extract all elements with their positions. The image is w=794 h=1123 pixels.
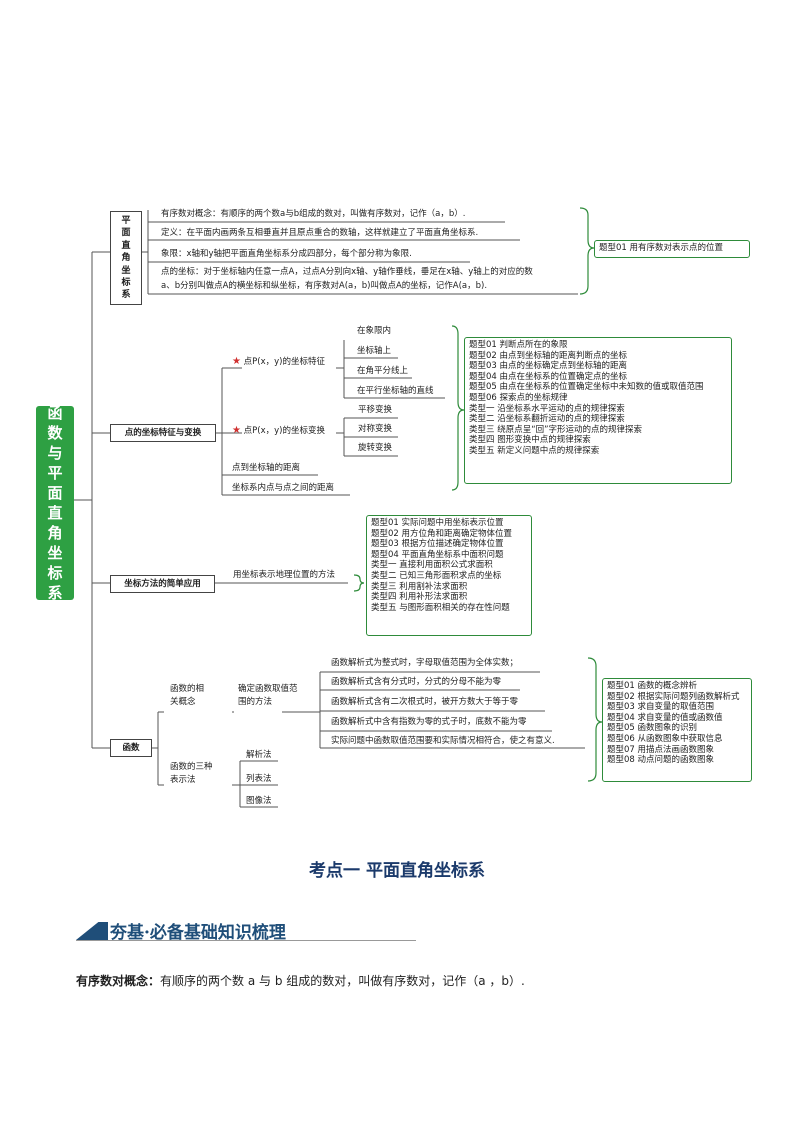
branch1-char: 坐 bbox=[121, 265, 131, 276]
branch3-types-box: 题型01 实际问题中用坐标表示位置 题型02 用方位角和距离确定物体位置 题型0… bbox=[366, 515, 532, 636]
branch1-char: 角 bbox=[121, 253, 131, 264]
type-item: 类型二 已知三角形面积求点的坐标 bbox=[371, 570, 502, 581]
range-method-line2: 围的方法 bbox=[238, 697, 273, 707]
range-item: 函数解析式中含有指数为零的式子时，底数不能为零 bbox=[331, 717, 527, 727]
type-item: 类型三 绕原点呈“回”字形运动的点的规律探索 bbox=[469, 424, 643, 435]
type-item: 类型二 沿坐标系翻折运动的点的规律探索 bbox=[469, 414, 625, 425]
type-item: 类型四 利用补形法求面积 bbox=[371, 592, 468, 603]
type-item: 题型04 由点在坐标系的位置确定点的坐标 bbox=[469, 371, 628, 382]
type-item: 类型一 直接利用面积公式求面积 bbox=[371, 560, 493, 571]
root-char: 面 bbox=[47, 484, 63, 502]
type-item: 类型三 利用割补法求面积 bbox=[371, 581, 468, 592]
type-item: 题型01 实际问题中用坐标表示位置 bbox=[371, 518, 504, 528]
branch1-char: 标 bbox=[121, 278, 131, 289]
star-icon: ★ bbox=[232, 356, 241, 367]
branch2-sub3: 点到坐标轴的距离 bbox=[232, 463, 301, 473]
mindmap-connectors bbox=[74, 207, 603, 808]
branch1-item: 有序数对概念：有顺序的两个数a与b组成的数对，叫做有序数对，记作（a，b）. bbox=[161, 209, 466, 219]
branch4-sub2-line2: 表示法 bbox=[170, 775, 196, 785]
root-char: 直 bbox=[47, 504, 63, 522]
root-char: 与 bbox=[47, 444, 63, 462]
branch2-node: 点的坐标特征与变换 bbox=[110, 424, 216, 442]
type-item: 题型01 用有序数对表示点的位置 bbox=[599, 243, 724, 253]
branch1-char: 直 bbox=[121, 240, 131, 251]
type-item: 题型06 从函数图象中获取信息 bbox=[607, 733, 723, 744]
branch1-node: 平 面 直 角 坐 标 系 bbox=[110, 211, 142, 305]
branch1-item: 定义：在平面内画两条互相垂直并且原点重合的数轴，这样就建立了平面直角坐标系. bbox=[161, 228, 479, 238]
banner-rule bbox=[76, 940, 416, 941]
branch2-sub1-item: 在象限内 bbox=[357, 326, 392, 336]
type-item: 题型06 探索点的坐标规律 bbox=[469, 392, 568, 403]
star-icon: ★ bbox=[232, 425, 241, 436]
type-item: 类型五 新定义问题中点的规律探索 bbox=[469, 445, 600, 456]
type-item: 题型05 由点在坐标系的位置确定坐标中未知数的值或取值范围 bbox=[469, 382, 704, 393]
branch3-node: 坐标方法的简单应用 bbox=[110, 575, 215, 593]
branch2-sub2-item: 平移变换 bbox=[358, 405, 393, 415]
representation-item: 解析法 bbox=[246, 750, 272, 760]
branch2-sub1: ★ 点P(x，y)的坐标特征 bbox=[232, 356, 325, 368]
type-item: 题型02 由点到坐标轴的距离判断点的坐标 bbox=[469, 350, 628, 361]
branch4-sub1-line1: 函数的相 bbox=[170, 684, 205, 694]
section-heading: 考点一 平面直角坐标系 bbox=[309, 861, 485, 881]
type-item: 题型07 用描点法画函数图象 bbox=[607, 744, 715, 755]
branch2-sub2: ★ 点P(x，y)的坐标变换 bbox=[232, 425, 325, 437]
banner-triangle-icon bbox=[76, 922, 108, 940]
range-item: 函数解析式含有二次根式时，被开方数大于等于零 bbox=[331, 697, 519, 707]
root-node: 函 数 与 平 面 直 角 坐 标 系 bbox=[36, 404, 74, 602]
type-item: 类型一 沿坐标系水平运动的点的规律探索 bbox=[469, 403, 625, 414]
type-item: 类型四 图形变换中点的规律探索 bbox=[469, 435, 591, 446]
type-item: 题型05 函数图象的识别 bbox=[607, 723, 698, 734]
branch4-types-box: 题型01 函数的概念辨析 题型02 根据实际问题列函数解析式 题型03 求自变量… bbox=[602, 678, 752, 782]
branch1-char: 系 bbox=[121, 290, 131, 301]
range-method-line1: 确定函数取值范 bbox=[238, 684, 298, 694]
branch1-char: 平 bbox=[121, 216, 131, 226]
range-item: 函数解析式含有分式时，分式的分母不能为零 bbox=[331, 677, 502, 687]
representation-item: 列表法 bbox=[246, 774, 272, 784]
type-item: 类型五 与图形面积相关的存在性问题 bbox=[371, 602, 510, 613]
type-item: 题型03 由点的坐标确定点到坐标轴的距离 bbox=[469, 361, 628, 372]
branch1-char: 面 bbox=[121, 228, 131, 239]
representation-item: 图像法 bbox=[246, 796, 272, 806]
branch2-sub1-item: 坐标轴上 bbox=[357, 346, 392, 356]
branch2-sub2-item: 旋转变换 bbox=[358, 443, 393, 453]
branch4-sub2-line1: 函数的三种 bbox=[170, 762, 213, 772]
type-item: 题型01 函数的概念辨析 bbox=[607, 681, 698, 691]
branch2-sub2-item: 对称变换 bbox=[358, 424, 393, 434]
root-char: 数 bbox=[47, 424, 63, 442]
root-char: 系 bbox=[47, 584, 63, 602]
type-item: 题型02 用方位角和距离确定物体位置 bbox=[371, 528, 513, 539]
definition-text: 有顺序的两个数 a 与 b 组成的数对，叫做有序数对，记作（a ，b）. bbox=[160, 974, 525, 988]
type-item: 题型04 求自变量的值或函数值 bbox=[607, 712, 723, 723]
branch2-sub4: 坐标系内点与点之间的距离 bbox=[232, 483, 335, 493]
branch2-sub2-label: 点P(x，y)的坐标变换 bbox=[243, 426, 325, 436]
type-item: 题型01 判断点所在的象限 bbox=[469, 340, 568, 350]
type-item: 题型02 根据实际问题列函数解析式 bbox=[607, 691, 740, 702]
branch2-sub1-item: 在角平分线上 bbox=[357, 366, 409, 376]
root-char: 函 bbox=[47, 404, 63, 422]
definition-paragraph: 有序数对概念：有顺序的两个数 a 与 b 组成的数对，叫做有序数对，记作（a ，… bbox=[76, 972, 525, 989]
type-item: 题型04 平面直角坐标系中面积问题 bbox=[371, 549, 504, 560]
branch1-item: 象限：x轴和y轴把平面直角坐标系分成四部分，每个部分称为象限. bbox=[161, 249, 412, 259]
range-item: 函数解析式为整式时，字母取值范围为全体实数； bbox=[331, 658, 519, 668]
range-item: 实际问题中函数取值范围要和实际情况相符合，使之有意义. bbox=[331, 736, 555, 746]
branch1-item: 点的坐标：对于坐标轴内任意一点A，过点A分别向x轴、y轴作垂线，垂足在x轴、y轴… bbox=[161, 267, 533, 277]
branch2-sub1-item: 在平行坐标轴的直线 bbox=[357, 386, 434, 396]
branch1-types-box: 题型01 用有序数对表示点的位置 bbox=[594, 240, 750, 258]
branch2-sub1-label: 点P(x，y)的坐标特征 bbox=[243, 357, 325, 367]
branch2-types-box: 题型01 判断点所在的象限 题型02 由点到坐标轴的距离判断点的坐标 题型03 … bbox=[464, 337, 732, 484]
branch1-item: a、b分别叫做点A的横坐标和纵坐标，有序数对A(a，b)叫做点A的坐标，记作A(… bbox=[161, 281, 488, 291]
type-item: 题型03 求自变量的取值范围 bbox=[607, 702, 715, 713]
root-char: 标 bbox=[47, 564, 63, 582]
type-item: 题型08 动点问题的函数图象 bbox=[607, 755, 715, 766]
branch4-sub1-line2: 关概念 bbox=[170, 697, 196, 707]
branch4-node: 函数 bbox=[110, 739, 152, 757]
root-char: 平 bbox=[47, 464, 63, 482]
banner-title: 夯基·必备基础知识梳理 bbox=[110, 923, 286, 943]
section-banner: 夯基·必备基础知识梳理 bbox=[76, 916, 416, 943]
type-item: 题型03 根据方位描述确定物体位置 bbox=[371, 539, 504, 550]
root-char: 角 bbox=[47, 524, 63, 542]
root-char: 坐 bbox=[47, 544, 63, 562]
branch3-sub: 用坐标表示地理位置的方法 bbox=[233, 570, 336, 580]
definition-term: 有序数对概念： bbox=[76, 974, 161, 988]
